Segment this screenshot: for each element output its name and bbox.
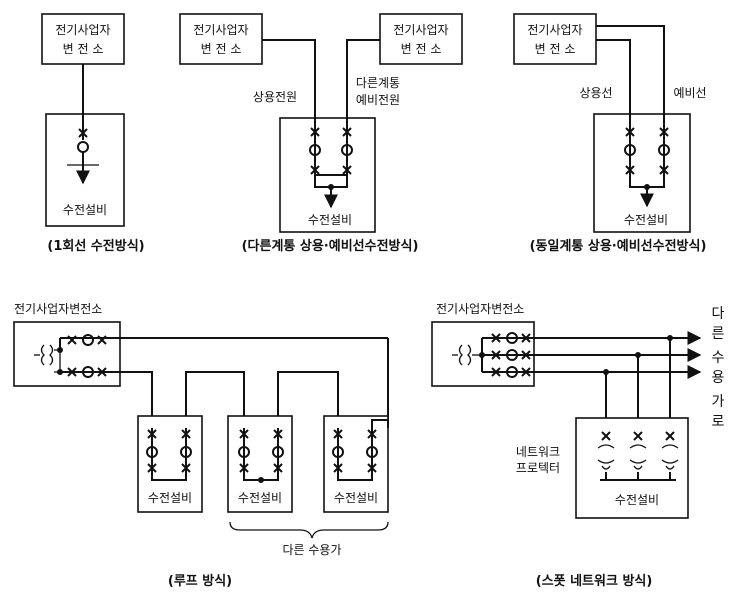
substation-box-1 xyxy=(179,13,263,65)
facility-label: 수전설비 xyxy=(615,493,659,507)
other-consumers-vertical-4: 용 xyxy=(712,370,725,386)
substation-label-2: 변 전 소 xyxy=(401,42,442,56)
other-system-label-1: 다른계통 xyxy=(356,76,400,90)
other-consumers-vertical-5: 가 xyxy=(712,394,725,410)
facility-label: 수전설비 xyxy=(624,213,668,227)
commercial-line-label: 상용선 xyxy=(579,86,612,100)
panel-single-line: 전기사업자 변 전 소 수전설비 (1회선 수전방식) xyxy=(41,13,145,254)
breaker-symbol xyxy=(78,128,88,138)
substation-box-2 xyxy=(379,13,463,65)
backup-line-label: 예비선 xyxy=(673,86,706,100)
panel-different-system: 전기사업자 변 전 소 전기사업자 변 전 소 상용전원 다른계통 예비전원 수… xyxy=(179,13,463,254)
substation-label-1: 전기사업자 xyxy=(393,23,448,37)
facility-box xyxy=(45,113,125,227)
substation-label-2: 변 전 소 xyxy=(201,42,242,56)
panel-same-system: 전기사업자 변 전 소 상용선 예비선 수전설비 (동일계통 상용·예비선수전방… xyxy=(513,13,707,254)
network-protector-label-1: 네트워크 xyxy=(516,445,560,459)
caption-same-system: (동일계통 상용·예비선수전방식) xyxy=(530,238,707,254)
facility-label: 수전설비 xyxy=(238,491,282,505)
facility-box xyxy=(593,113,691,233)
panel-spot-network: 전기사업자변전소 다 른 수 용 가 로 xyxy=(431,302,725,589)
network-protector-label-2: 프로텍터 xyxy=(516,461,560,475)
substation-label-1: 전기사업자 xyxy=(55,23,110,37)
substation-box xyxy=(41,13,125,65)
caption-single-line: (1회선 수전방식) xyxy=(47,238,144,254)
facility-label: 수전설비 xyxy=(63,203,107,217)
substation-label-1: 전기사업자 xyxy=(193,23,248,37)
other-system-label-2: 예비전원 xyxy=(356,93,400,107)
other-consumers-vertical-2: 른 xyxy=(712,326,725,342)
substation-label-2: 변 전 소 xyxy=(63,42,104,56)
panel-loop: 전기사업자변전소 수전설비 xyxy=(13,302,389,589)
caption-different-system: (다른계통 상용·예비선수전방식) xyxy=(242,238,419,254)
brace xyxy=(229,521,389,539)
substation-box xyxy=(513,13,597,65)
substation-full-label: 전기사업자변전소 xyxy=(14,302,102,316)
facility-label: 수전설비 xyxy=(148,491,192,505)
facility-label: 수전설비 xyxy=(308,213,352,227)
commercial-power-label: 상용전원 xyxy=(253,90,297,104)
substation-box xyxy=(13,321,121,387)
substation-full-label: 전기사업자변전소 xyxy=(436,302,524,316)
substation-label-2: 변 전 소 xyxy=(535,42,576,56)
substation-label-1: 전기사업자 xyxy=(527,23,582,37)
caption-loop: (루프 방식) xyxy=(168,573,232,589)
facility-label: 수전설비 xyxy=(334,491,378,505)
other-consumers-label: 다른 수용가 xyxy=(282,543,341,557)
other-consumers-vertical-6: 로 xyxy=(712,414,725,430)
caption-spot-network: (스폿 네트워크 방식) xyxy=(536,573,653,589)
other-consumers-vertical-1: 다 xyxy=(712,306,725,322)
other-consumers-vertical-3: 수 xyxy=(712,350,725,366)
